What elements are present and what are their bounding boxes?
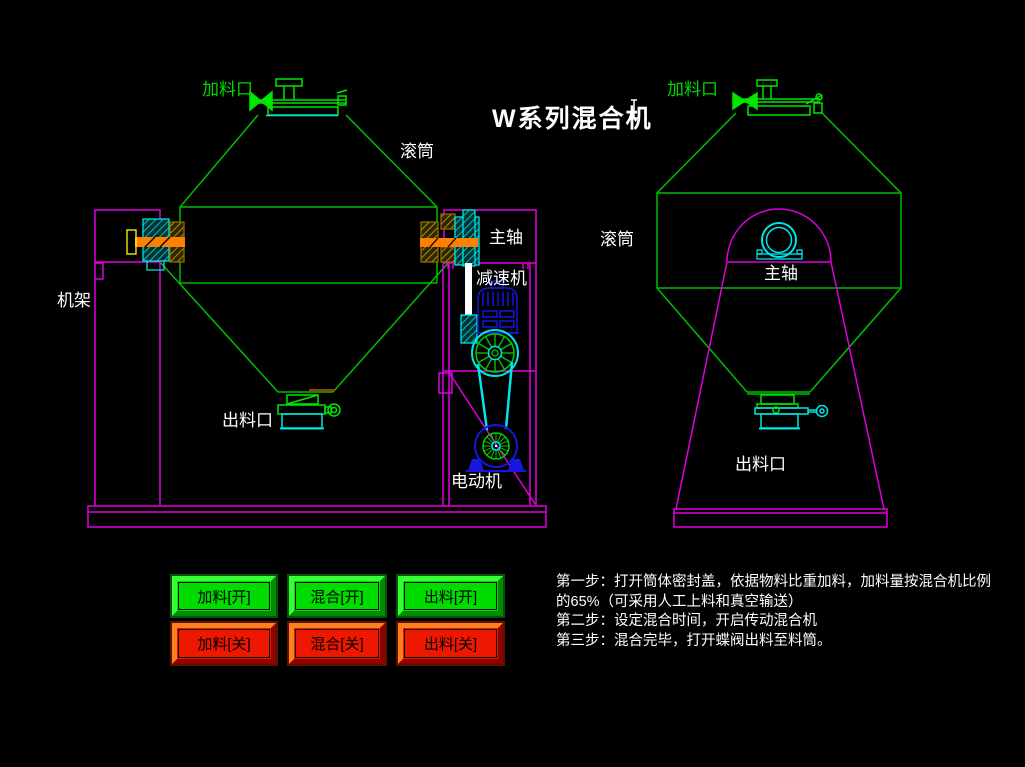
feed-on-button[interactable]: 加料[开] [172,576,276,616]
front-reducer-label: 减速机 [476,269,527,288]
side-drum-label: 滚筒 [600,230,634,249]
side-discharge-valve [754,394,829,430]
side-frame [673,208,888,528]
front-feed-port-label: 加料口 [202,80,253,99]
side-main-shaft-label: 主轴 [764,264,798,283]
discharge-on-button[interactable]: 出料[开] [398,576,503,616]
mix-on-button[interactable]: 混合[开] [289,576,385,616]
instruction-line: 的65%（可采用人工上料和真空输送） [556,593,803,610]
operation-instructions: 第一步：打开筒体密封盖，依据物料比重加料，加料量按混合机比例 的65%（可采用人… [556,573,1025,651]
mix-on-label: 混合[开] [310,588,364,606]
front-main-shaft-label: 主轴 [489,228,523,247]
side-feed-lid [732,79,823,116]
front-discharge-valve [277,389,341,430]
side-feed-port-label: 加料口 [667,80,718,99]
side-discharge-port-label: 出料口 [735,455,786,474]
front-drum-outline [159,114,450,393]
discharge-off-button[interactable]: 出料[关] [398,623,503,664]
instruction-line: 第一步：打开筒体密封盖，依据物料比重加料，加料量按混合机比例 [556,574,991,590]
front-belt [476,361,514,431]
feed-off-label: 加料[关] [197,636,251,653]
front-pulley [471,329,519,377]
discharge-on-label: 出料[开] [423,588,478,606]
instruction-line: 第三步：混合完毕，打开蝶阀出料至料筒。 [556,632,832,649]
annotation-mark [629,99,640,122]
front-motor [466,424,526,472]
front-view: 加料口 滚筒 主轴 减速机 机架 出料口 电动机 [57,78,547,528]
front-vertical-shaft [460,263,478,344]
front-frame [87,209,547,528]
front-reducer [476,278,519,334]
mix-off-label: 混合[关] [310,636,364,653]
front-right-shaft-coupling [420,209,480,267]
mixer-diagram: 加料口 滚筒 主轴 减速机 机架 出料口 电动机 [57,78,902,528]
feed-on-label: 加料[开] [197,588,251,606]
front-motor-label: 电动机 [451,472,502,491]
front-discharge-port-label: 出料口 [222,411,273,430]
mix-off-button[interactable]: 混合[关] [289,623,385,664]
side-view: 加料口 滚筒 主轴 出料口 [600,79,902,528]
front-frame-label: 机架 [57,291,91,310]
front-feed-lid [249,78,348,117]
side-drum-outline [656,112,902,395]
front-left-shaft-bearing [126,218,185,271]
instruction-line: 第二步：设定混合时间，开启传动混合机 [556,613,817,629]
feed-off-button[interactable]: 加料[关] [172,623,276,664]
discharge-off-label: 出料[关] [423,636,478,653]
page-title: W系列混合机 [492,105,653,133]
front-drum-label: 滚筒 [400,142,434,161]
side-shaft-bearing [756,222,803,260]
